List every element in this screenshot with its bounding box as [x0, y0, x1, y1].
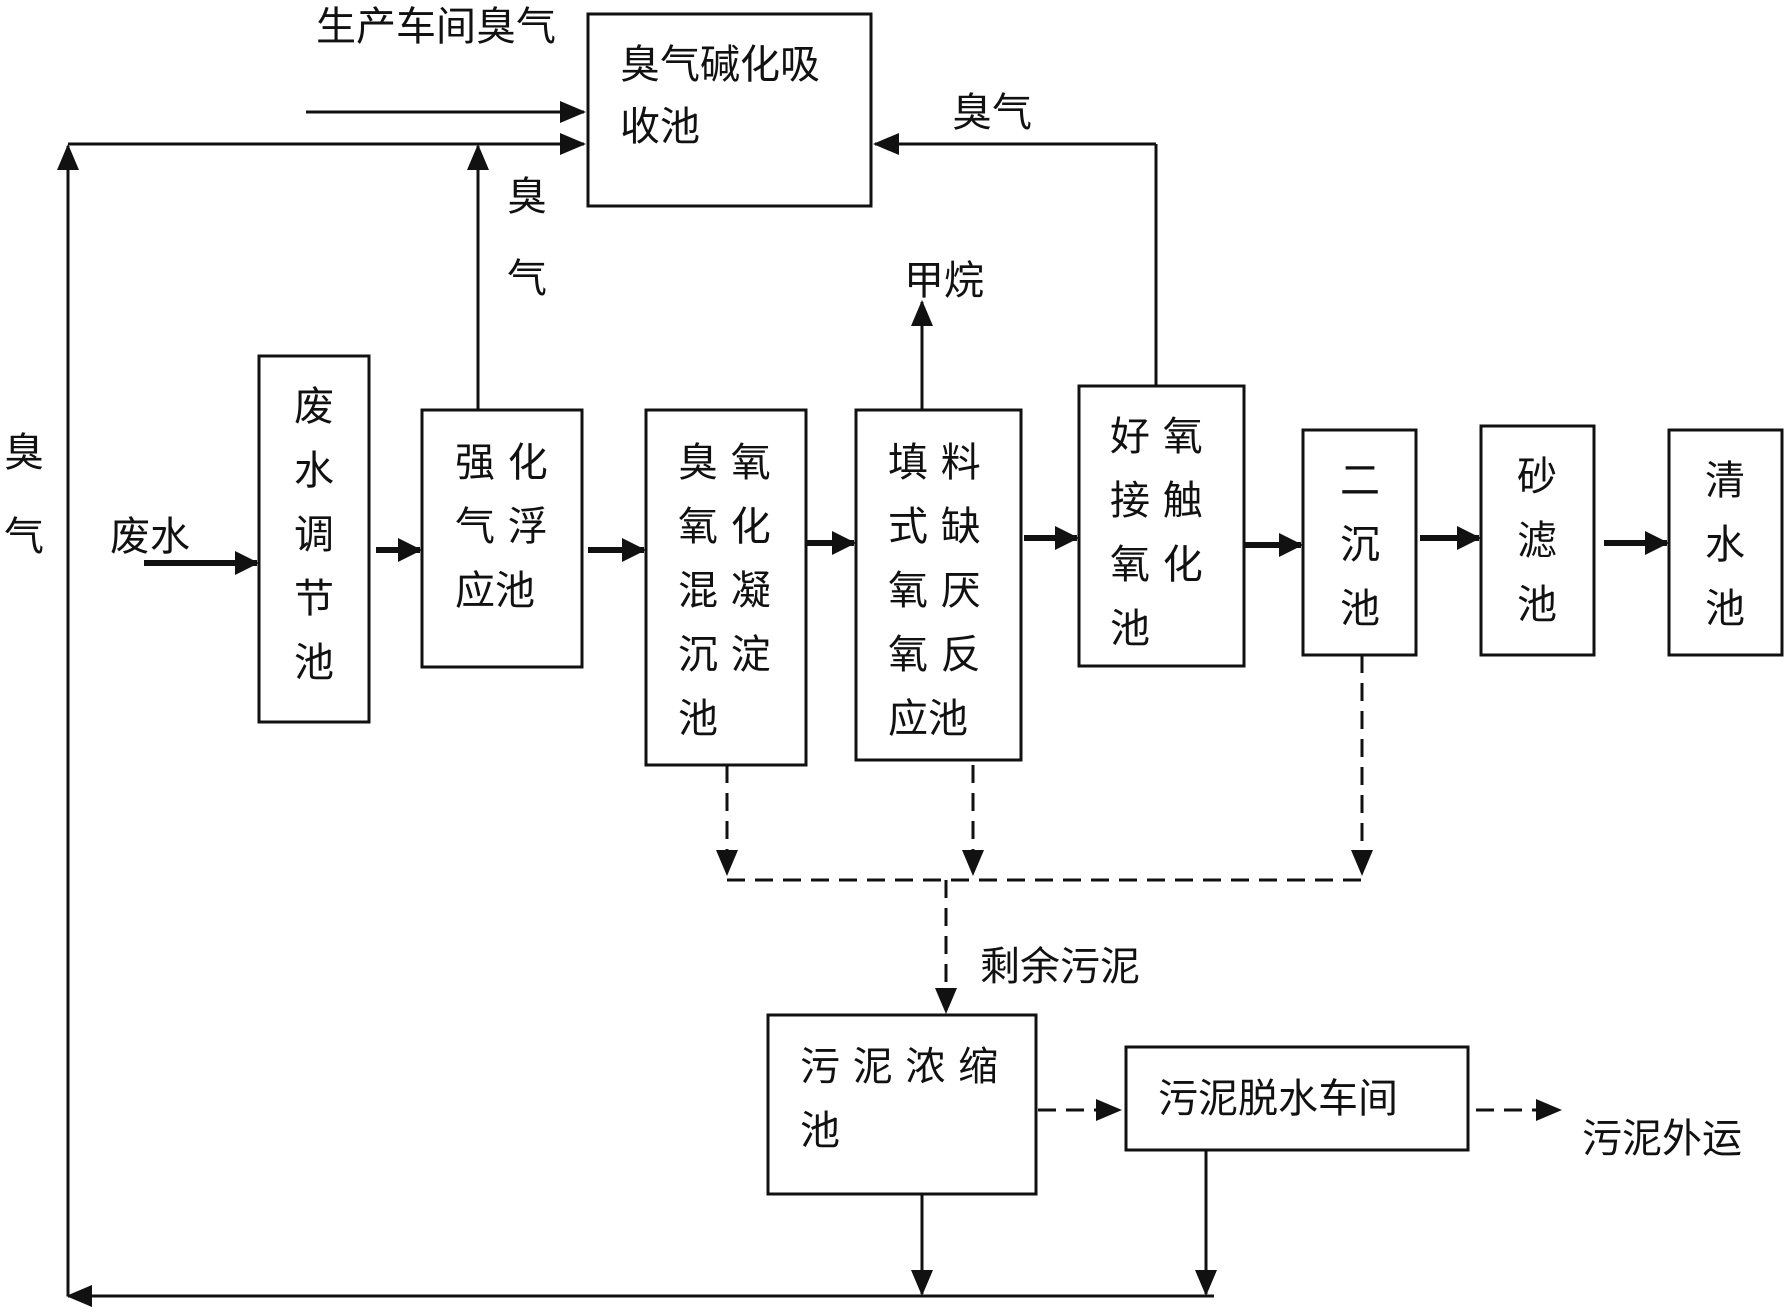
- aerobic-contact-tank: 好 氧 接 触 氧 化 池: [1077, 384, 1246, 668]
- aerobic-line-3: 氧 化: [1110, 542, 1203, 588]
- flotation-line-3: 应池: [455, 568, 535, 614]
- thickener-line-1: 污 泥 浓 缩: [800, 1044, 998, 1090]
- ozone-line-5: 池: [678, 696, 718, 742]
- sand-filter: 砂 滤 池: [1479, 424, 1596, 657]
- ozone-line-3: 混 凝: [678, 568, 771, 614]
- clear-line-1: 清: [1705, 458, 1745, 504]
- secondary-line-2: 沉: [1340, 522, 1380, 568]
- anoxic-line-5: 应池: [888, 696, 968, 742]
- ozone-coagulation-tank: 臭 氧 氧 化 混 凝 沉 淀 池: [644, 408, 808, 767]
- clear-line-3: 池: [1705, 586, 1745, 632]
- regulation-line-5: 池: [294, 640, 334, 686]
- wastewater-label: 废水: [110, 514, 190, 560]
- sludge-lines: [716, 655, 1562, 1121]
- flotation-line-2: 气 浮: [455, 504, 548, 550]
- flotation-tank: 强 化 气 浮 应池: [420, 408, 584, 669]
- anoxic-line-1: 填 料: [888, 440, 981, 486]
- aerobic-line-4: 池: [1110, 606, 1150, 652]
- flotation-line-1: 强 化: [455, 440, 548, 486]
- ozone-line-1: 臭 氧: [678, 440, 771, 486]
- regulation-line-4: 节: [294, 576, 334, 622]
- regulation-line-1: 废: [294, 384, 334, 430]
- odor-lines: [57, 101, 1217, 1307]
- sand-line-3: 池: [1517, 582, 1557, 628]
- aerobic-line-1: 好 氧: [1110, 414, 1203, 460]
- regulation-line-2: 水: [294, 448, 334, 494]
- sand-line-2: 滤: [1517, 518, 1557, 564]
- sludge-out-label: 污泥外运: [1582, 1116, 1742, 1162]
- water-flow-arrows: [144, 526, 1669, 575]
- workshop-odor-label: 生产车间臭气: [316, 4, 556, 50]
- anoxic-anaerobic-tank: 填 料 式 缺 氧 厌 氧 反 应池: [854, 408, 1023, 762]
- sludge-dewatering-workshop: 污泥脱水车间: [1124, 1045, 1470, 1152]
- sludge-thickener: 污 泥 浓 缩 池: [766, 1013, 1038, 1196]
- ozone-line-2: 氧 化: [678, 504, 771, 550]
- sand-line-1: 砂: [1517, 454, 1557, 500]
- gas-absorption-line-2: 收池: [620, 104, 700, 150]
- secondary-clarifier: 二 沉 池: [1301, 428, 1418, 657]
- aerobic-line-2: 接 触: [1110, 478, 1203, 524]
- odor-left-label-1: 臭: [4, 430, 44, 476]
- odor-right-label: 臭气: [952, 90, 1032, 136]
- secondary-line-1: 二: [1340, 458, 1380, 504]
- regulation-tank: 废 水 调 节 池: [257, 354, 371, 724]
- gas-absorption-line-1: 臭气碱化吸: [620, 42, 820, 88]
- anoxic-line-3: 氧 厌: [888, 568, 981, 614]
- gas-absorption-tank: 臭气碱化吸 收池: [586, 12, 873, 208]
- dewater-line-1: 污泥脱水车间: [1158, 1076, 1398, 1122]
- clear-line-2: 水: [1705, 522, 1745, 568]
- odor-left-label-2: 气: [4, 514, 44, 560]
- anoxic-line-2: 式 缺: [888, 504, 981, 550]
- ozone-line-4: 沉 淀: [678, 632, 771, 678]
- thickener-line-2: 池: [800, 1108, 840, 1154]
- odor-mid-label-1: 臭: [507, 174, 547, 220]
- regulation-line-3: 调: [294, 512, 334, 558]
- secondary-line-3: 池: [1340, 586, 1380, 632]
- methane-label: 甲烷: [904, 258, 984, 304]
- odor-mid-label-2: 气: [507, 256, 547, 302]
- anoxic-line-4: 氧 反: [888, 632, 981, 678]
- clear-water-tank: 清 水 池: [1667, 428, 1784, 657]
- surplus-sludge-label: 剩余污泥: [980, 944, 1140, 990]
